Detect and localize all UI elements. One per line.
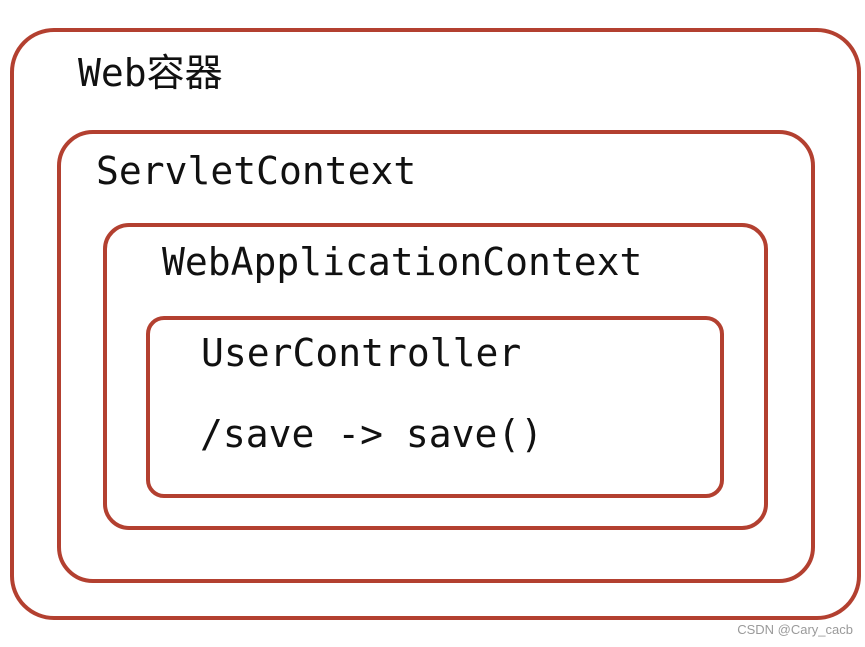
servlet-context-label: ServletContext: [96, 149, 417, 193]
web-application-context-label: WebApplicationContext: [162, 240, 643, 284]
web-container-label: Web容器: [78, 51, 223, 95]
watermark-text: CSDN @Cary_cacb: [737, 622, 853, 637]
servlet-context-box: [57, 130, 815, 583]
save-mapping-label: /save -> save(): [200, 412, 544, 456]
user-controller-box: [146, 316, 724, 498]
web-application-context-box: [103, 223, 768, 530]
user-controller-label: UserController: [201, 331, 522, 375]
web-container-box: [10, 28, 861, 620]
